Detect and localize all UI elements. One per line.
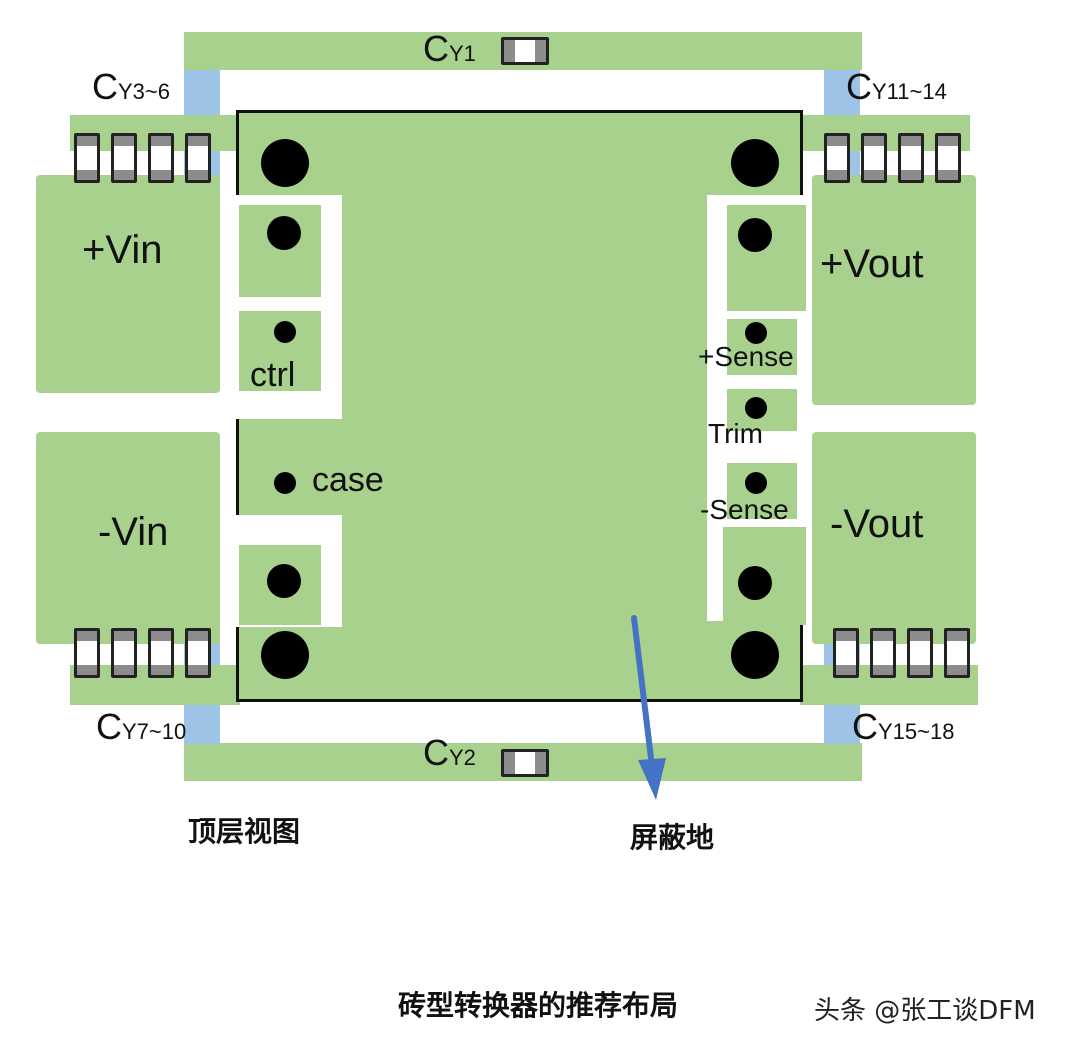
mount-hole-top-right: [731, 139, 779, 187]
cap-cy3-3: [148, 133, 174, 183]
vin-pos-pad: [36, 175, 220, 393]
label-sense-pos: +Sense: [698, 341, 794, 372]
pin-vin-neg: [267, 564, 301, 598]
cap-cy15-3: [907, 628, 933, 678]
mount-hole-bottom-right: [731, 631, 779, 679]
cap-cy7-3: [148, 628, 174, 678]
label-ctrl: ctrl: [250, 356, 296, 394]
diagram-caption: 砖型转换器的推荐布局: [398, 989, 679, 1022]
cap-cy11-4: [935, 133, 961, 183]
label-vout-neg: -Vout: [830, 502, 924, 546]
label-shield-ground: 屏蔽地: [630, 821, 715, 854]
label-cy3-6: CY3~6: [92, 66, 170, 107]
brick-converter-module: [236, 110, 806, 702]
cap-cy1: [501, 37, 549, 65]
cap-cy15-1: [833, 628, 859, 678]
vout-neg-pad: [812, 432, 976, 644]
label-cy2: CY2: [423, 732, 476, 773]
cap-cy15-4: [944, 628, 970, 678]
pin-vout-neg: [738, 566, 772, 600]
label-cy15-18: CY15~18: [852, 706, 955, 747]
label-cy1: CY1: [423, 28, 476, 69]
pin-case: [274, 472, 296, 494]
cap-cy3-2: [111, 133, 137, 183]
cap-cy3-4: [185, 133, 211, 183]
cap-cy11-2: [861, 133, 887, 183]
cap-cy7-2: [111, 628, 137, 678]
cap-cy7-1: [74, 628, 100, 678]
label-cy11-14: CY11~14: [846, 66, 947, 107]
pin-trim: [745, 397, 767, 419]
pin-ctrl: [274, 321, 296, 343]
label-sense-neg: -Sense: [700, 494, 789, 525]
label-case: case: [312, 461, 384, 499]
pin-sense-neg: [745, 472, 767, 494]
vout-pos-pad: [812, 175, 976, 405]
cap-cy2: [501, 749, 549, 777]
cap-cy11-3: [898, 133, 924, 183]
vin-neg-pad: [36, 432, 220, 644]
label-trim: Trim: [708, 418, 763, 449]
label-vout-pos: +Vout: [820, 242, 924, 286]
label-vin-neg: -Vin: [98, 510, 169, 554]
pin-sense-pos: [745, 322, 767, 344]
label-cy7-10: CY7~10: [96, 706, 187, 747]
cap-cy7-4: [185, 628, 211, 678]
vout-pos-inner-pad: [727, 205, 806, 311]
cap-cy3-1: [74, 133, 100, 183]
pin-vout-pos: [738, 218, 772, 252]
cap-cy15-2: [870, 628, 896, 678]
mount-hole-bottom-left: [261, 631, 309, 679]
pin-vin-pos: [267, 216, 301, 250]
cap-cy11-1: [824, 133, 850, 183]
label-vin-pos: +Vin: [82, 228, 163, 272]
shield-ground-arrow: [631, 615, 666, 800]
mount-hole-top-left: [261, 139, 309, 187]
watermark: 头条 @张工谈DFM: [814, 996, 1036, 1026]
label-top-view: 顶层视图: [188, 815, 301, 848]
